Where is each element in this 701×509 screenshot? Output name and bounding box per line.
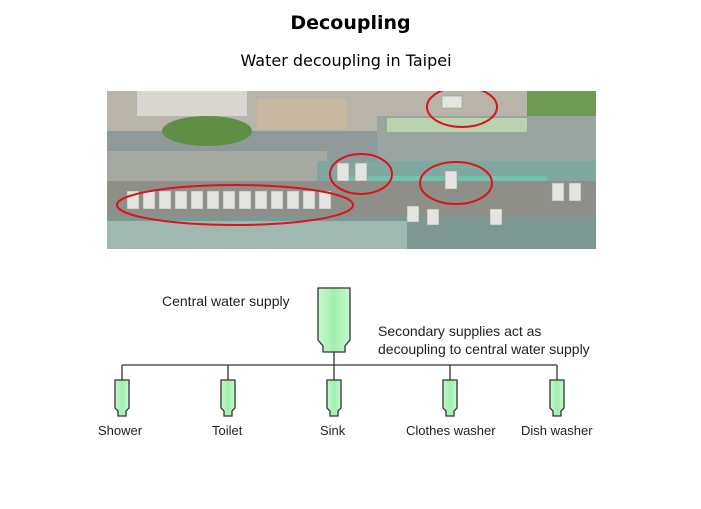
central-tank bbox=[317, 287, 351, 353]
tank-dish-washer bbox=[549, 379, 565, 417]
tank-toilet bbox=[220, 379, 236, 417]
outlet-label-toilet: Toilet bbox=[212, 423, 243, 438]
tank-shower bbox=[114, 379, 130, 417]
note-line-1: Secondary supplies act as bbox=[378, 323, 542, 339]
pipes bbox=[121, 352, 558, 380]
outlet-label-sink: Sink bbox=[320, 423, 346, 438]
highlight-circles bbox=[116, 91, 498, 226]
outlet-label-dish-washer: Dish washer bbox=[521, 423, 593, 438]
tank-clothes-washer bbox=[442, 379, 458, 417]
note-line-2: decoupling to central water supply bbox=[378, 341, 590, 357]
tank-sink bbox=[326, 379, 342, 417]
slide-title: Decoupling bbox=[290, 12, 411, 34]
outlet-label-clothes-washer: Clothes washer bbox=[406, 423, 496, 438]
central-water-supply-label: Central water supply bbox=[162, 293, 290, 309]
outlet-label-shower: Shower bbox=[98, 423, 143, 438]
taipei-rooftops-photo bbox=[107, 91, 596, 249]
slide-subtitle: Water decoupling in Taipei bbox=[240, 51, 452, 70]
